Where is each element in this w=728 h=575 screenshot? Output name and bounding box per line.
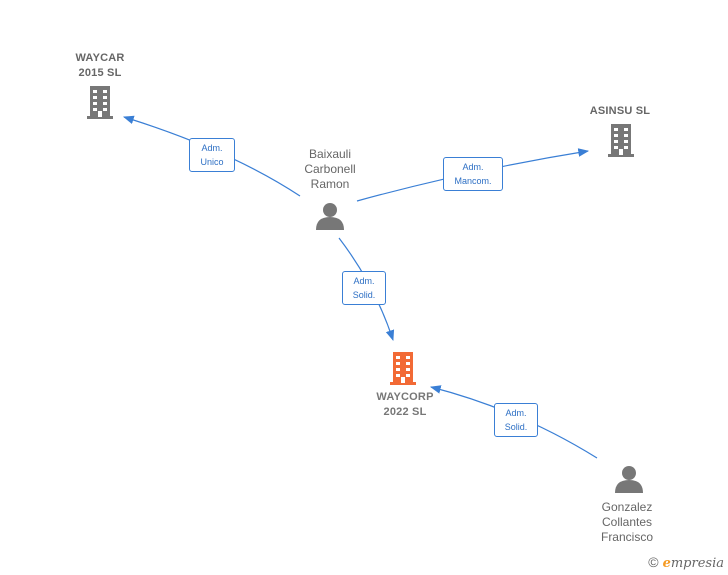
label-line: 2015 SL	[78, 67, 122, 79]
edge-badge-adm-unico[interactable]: Adm. Unico	[189, 138, 235, 172]
building-icon	[390, 352, 416, 385]
brand-initial: e	[662, 556, 671, 571]
badge-line: Adm.	[505, 408, 527, 418]
edge-badge-adm-mancom[interactable]: Adm. Mancom.	[443, 157, 503, 191]
badge-line: Adm.	[353, 276, 375, 286]
badge-line: Unico	[200, 157, 224, 167]
building-icon	[87, 86, 113, 119]
building-icon	[608, 124, 634, 157]
label-line: Ramon	[310, 177, 350, 191]
label-line: Carbonell	[304, 162, 356, 176]
badge-line: Mancom.	[454, 176, 492, 186]
label-line: Collantes	[601, 515, 653, 529]
badge-line: Solid.	[504, 422, 528, 432]
badge-line: Adm.	[201, 143, 223, 153]
node-label-waycorp[interactable]: WAYCORP 2022 SL	[360, 390, 450, 420]
badge-line: Adm.	[462, 162, 484, 172]
person-icon	[316, 203, 344, 230]
badge-line: Solid.	[352, 290, 376, 300]
edge-badge-adm-solid-gonzalez[interactable]: Adm. Solid.	[494, 403, 538, 437]
node-label-baixauli[interactable]: Baixauli Carbonell Ramon	[290, 147, 370, 192]
node-label-gonzalez[interactable]: Gonzalez Collantes Francisco	[586, 500, 668, 545]
label-line: Francisco	[600, 530, 653, 544]
label-line: Baixauli	[308, 147, 352, 161]
brand-footer: ©empresia	[648, 554, 724, 571]
label-line: WAYCAR	[75, 52, 125, 64]
copyright-symbol: ©	[648, 554, 659, 570]
brand-name: mpresia	[670, 556, 724, 571]
label-line: Gonzalez	[601, 500, 653, 514]
node-label-asinsu[interactable]: ASINSU SL	[575, 104, 665, 119]
label-line: ASINSU SL	[589, 105, 651, 117]
label-line: WAYCORP	[376, 391, 434, 403]
edge-badge-adm-solid-baixauli[interactable]: Adm. Solid.	[342, 271, 386, 305]
person-icon	[615, 466, 643, 493]
label-line: 2022 SL	[383, 406, 427, 418]
node-label-waycar[interactable]: WAYCAR 2015 SL	[60, 51, 140, 81]
